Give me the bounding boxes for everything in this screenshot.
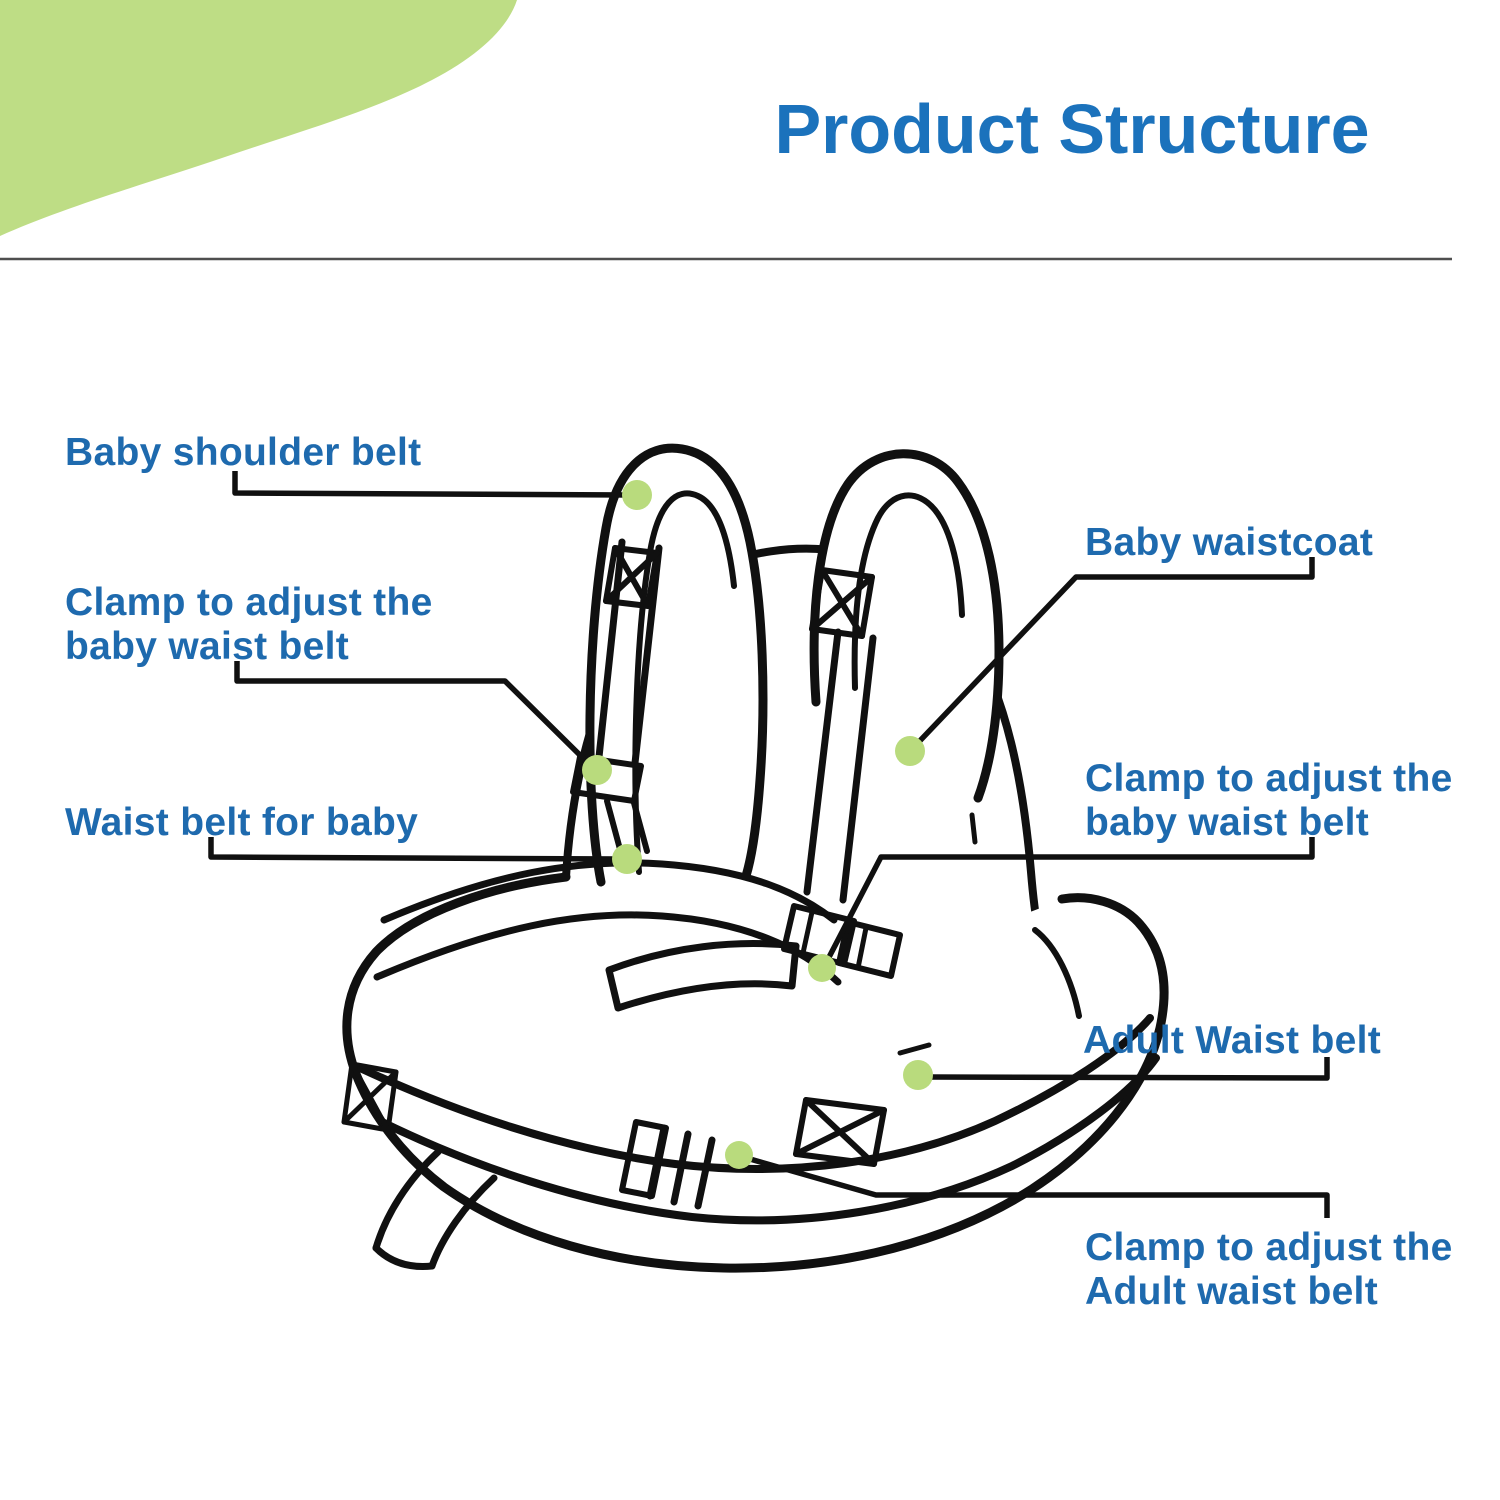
left-shoulder-ear [585,443,768,887]
page-title: Product Structure [774,90,1370,168]
leader-adult-waist-belt [926,1057,1330,1081]
label-baby-waistcoat: Baby waistcoat [1085,521,1374,564]
corner-blob-shape [0,0,517,236]
adult-waist-belt-band [356,1014,1160,1225]
leader-lines [208,471,1330,1218]
label-adult-waist-belt: Adult Waist belt [1083,1019,1382,1062]
anchor-dots [582,480,933,1169]
belt-tail-left [341,1061,498,1270]
right-harness-strap [781,567,903,979]
label-clamp-baby-waist-right: Clamp to adjust the baby waist belt [1085,757,1453,844]
right-shoulder-ear [809,449,1004,803]
leader-baby-shoulder-belt [232,471,630,498]
anchor-dot-baby-waistcoat [895,736,925,766]
anchor-dot-clamp-adult-waist [725,1141,753,1169]
leader-waist-belt-for-baby [208,837,619,862]
crotch-strap [605,940,800,1012]
label-clamp-adult-waist: Clamp to adjust the Adult waist belt [1085,1226,1453,1313]
seat-base [342,872,1169,1273]
label-baby-shoulder-belt: Baby shoulder belt [65,431,422,474]
leader-baby-waistcoat [912,557,1315,749]
anchor-dot-adult-waist-belt [903,1060,933,1090]
seat-drawing [341,443,1169,1273]
leader-clamp-baby-waist-left [234,661,593,768]
leader-clamp-adult-waist [742,1154,1330,1218]
left-harness-strap [570,538,663,856]
label-waist-belt-for-baby: Waist belt for baby [65,801,419,844]
anchor-dot-clamp-baby-waist-left [582,755,612,785]
leader-clamp-baby-waist-right [823,837,1315,965]
anchor-dot-waist-belt-for-baby [612,844,642,874]
anchor-dot-baby-shoulder-belt [622,480,652,510]
anchor-dot-clamp-baby-waist-right [808,954,836,982]
label-clamp-baby-waist-left: Clamp to adjust the baby waist belt [65,581,433,668]
